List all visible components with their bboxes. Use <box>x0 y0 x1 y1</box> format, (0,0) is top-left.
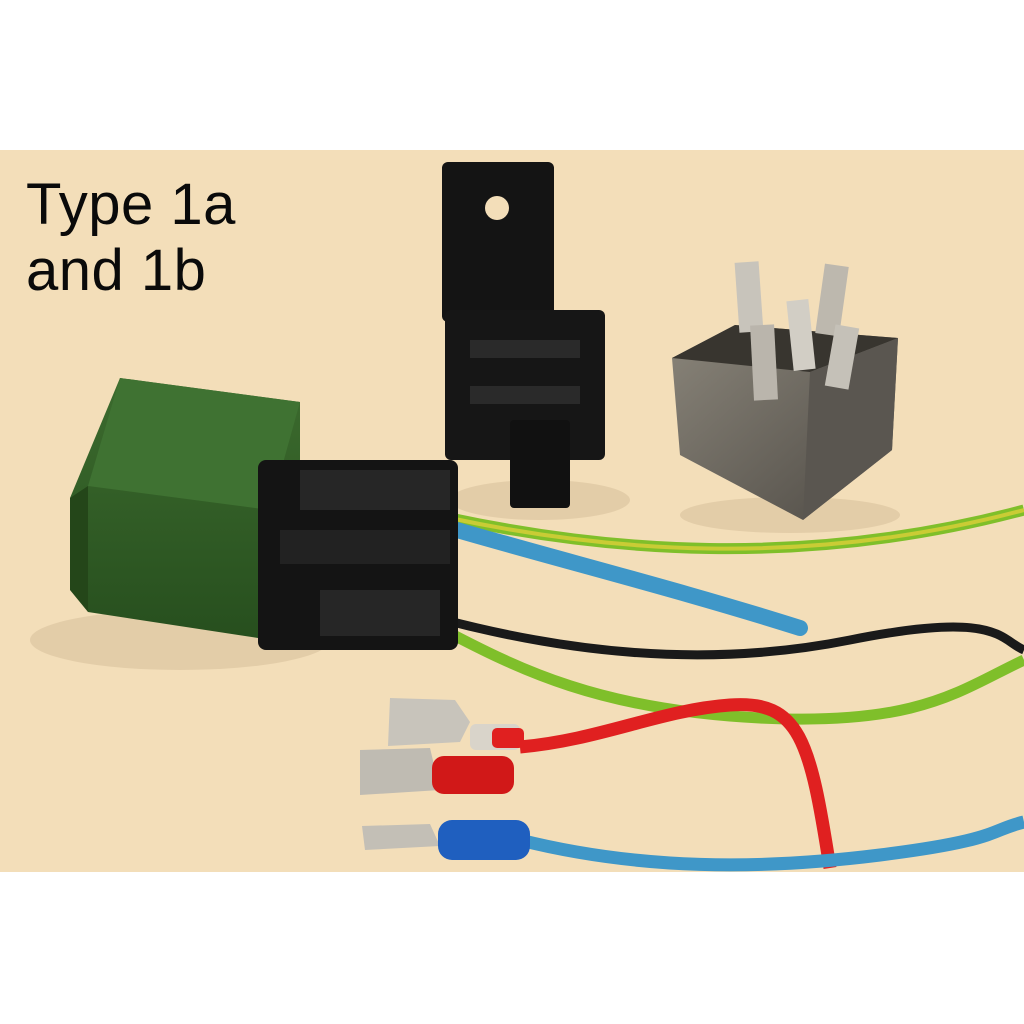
metal-relay <box>672 261 898 520</box>
black-relay-socket <box>258 460 458 650</box>
green-relay <box>70 378 300 638</box>
caption-line-2: and 1b <box>26 238 207 303</box>
relay-photo: Type 1a and 1b <box>0 150 1024 872</box>
black-wire <box>443 615 1024 660</box>
caption-line-1: Type 1a <box>26 172 236 237</box>
shadow <box>680 497 900 533</box>
red-spade-terminal-upper <box>388 698 524 750</box>
black-relay-holder <box>442 162 605 508</box>
relay-photo-illustration <box>30 162 1024 872</box>
red-spade-terminal-lower <box>360 748 514 795</box>
type-caption: Type 1a and 1b <box>26 172 236 304</box>
red-wire <box>519 698 837 870</box>
blue-wire-upper <box>442 520 808 636</box>
wire-stripe <box>449 508 1024 551</box>
blue-spade-terminal <box>362 820 530 860</box>
green-yellow-wire-lower <box>437 623 1024 725</box>
blue-wire-lower <box>518 815 1024 872</box>
